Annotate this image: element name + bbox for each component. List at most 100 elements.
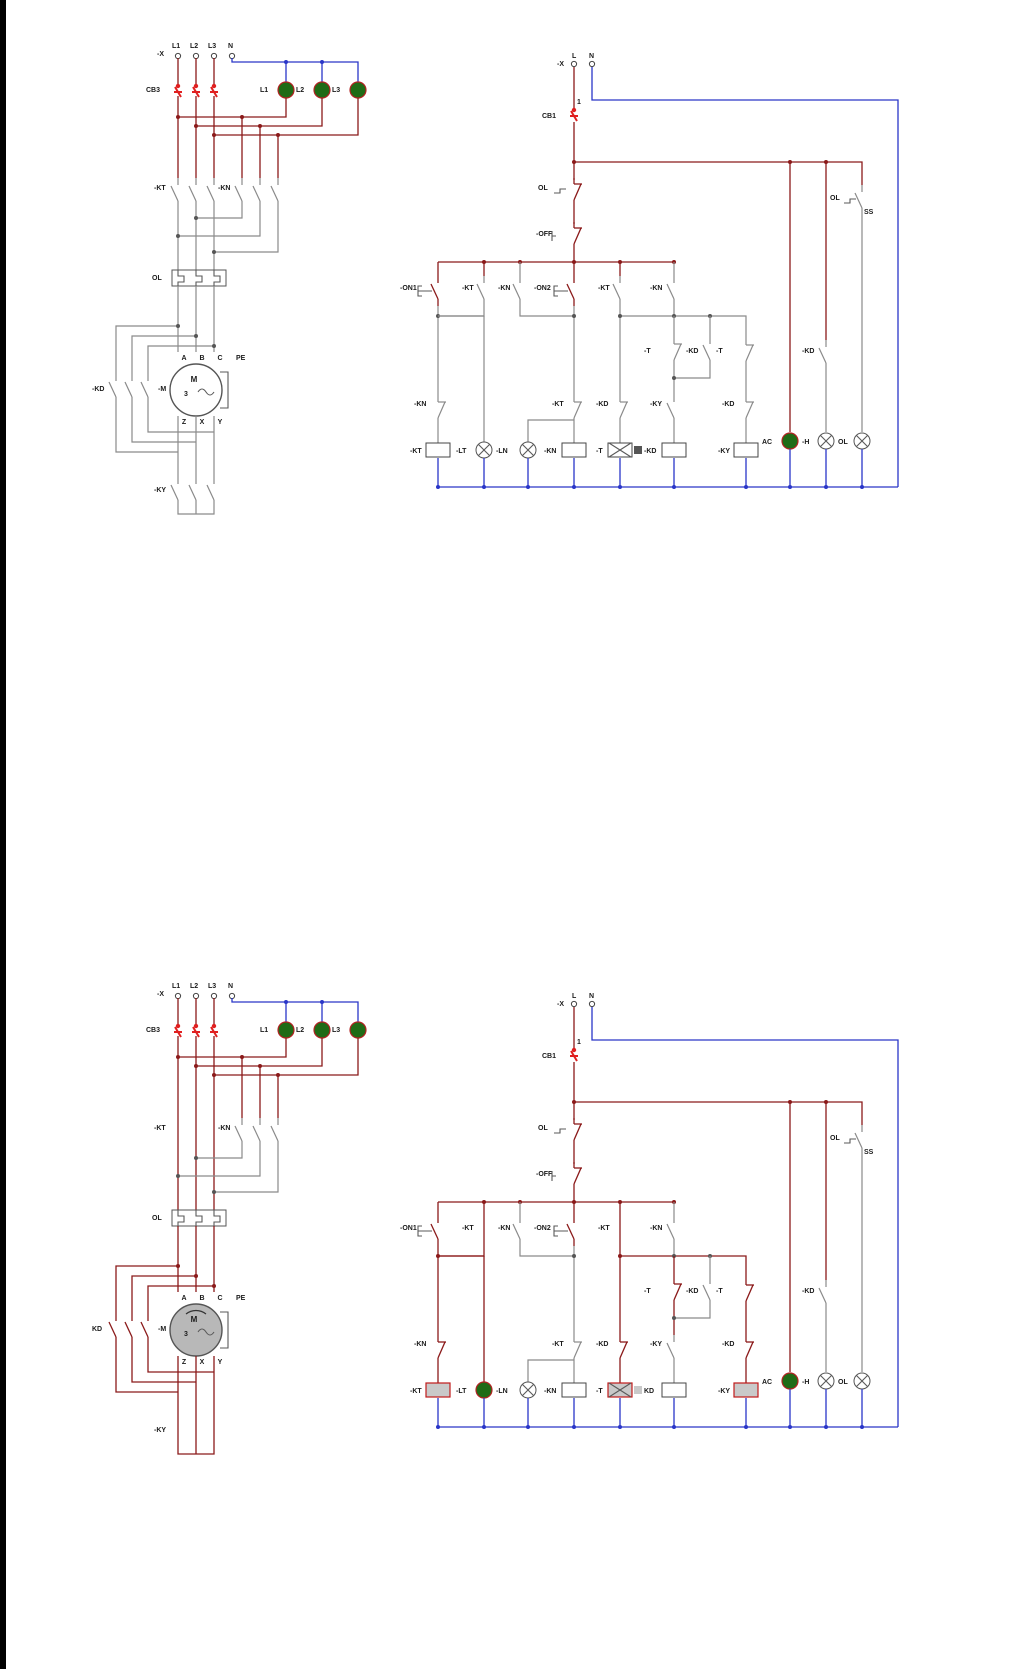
junction-dot xyxy=(572,160,576,164)
terminal xyxy=(570,60,578,68)
label-coil-ky: -KY xyxy=(718,448,730,455)
contact-blade xyxy=(430,283,439,300)
junction-dot xyxy=(212,344,216,348)
wire xyxy=(115,325,178,374)
label-kt: -KT xyxy=(154,1125,166,1132)
label-lamp-l2: L2 xyxy=(296,1027,304,1034)
terminal xyxy=(228,992,236,1000)
terminal xyxy=(588,1000,596,1008)
breaker-mark xyxy=(192,1026,200,1038)
lamp-body xyxy=(781,432,799,450)
label-kn-hold: -KN xyxy=(498,1225,510,1232)
wire xyxy=(519,306,574,317)
wire xyxy=(131,1344,196,1383)
junction-dot xyxy=(212,1073,216,1077)
pe-bracket xyxy=(220,371,229,409)
contact-blade xyxy=(170,484,179,501)
label-kt-hold: -KT xyxy=(462,1225,474,1232)
label-ol-no: OL xyxy=(830,195,840,202)
ac-symbol xyxy=(197,388,215,396)
junction-dot xyxy=(320,60,324,64)
label-ctrl-n: N xyxy=(589,53,594,60)
label-kd-interlock-2: -KD xyxy=(722,401,734,408)
wire xyxy=(214,1038,359,1076)
label-kd-ol: -KD xyxy=(802,1288,814,1295)
ol-alarm-actuator xyxy=(844,198,856,204)
lamp-cross xyxy=(522,444,534,456)
wire xyxy=(196,98,323,127)
label-kt-aux: -KT xyxy=(598,285,610,292)
label-lamp-l2: L2 xyxy=(296,87,304,94)
contact-blade xyxy=(234,185,243,202)
label-kn: -KN xyxy=(218,1125,230,1132)
label-ctrl-x: -X xyxy=(557,1001,564,1008)
label-ol: OL xyxy=(152,275,162,282)
motor-body xyxy=(169,363,223,417)
junction-dot xyxy=(284,1000,288,1004)
wire xyxy=(147,345,214,374)
label-coil-kn: -KN xyxy=(544,448,556,455)
junction-dot xyxy=(618,485,622,489)
contact-blade xyxy=(206,484,215,501)
breaker-mark xyxy=(192,86,200,98)
junction-dot xyxy=(788,1425,792,1429)
overload-relay xyxy=(171,1209,227,1227)
junction-dot xyxy=(788,485,792,489)
thermal-element xyxy=(195,270,203,286)
junction-dot xyxy=(194,124,198,128)
wire xyxy=(196,1038,323,1067)
breaker-mark xyxy=(174,86,182,98)
junction-dot xyxy=(212,1190,216,1194)
label-kn-aux: -KN xyxy=(650,1225,662,1232)
label-n: N xyxy=(228,43,233,50)
junction-dot xyxy=(672,376,676,380)
label-lamp-ln: -LN xyxy=(496,1388,508,1395)
lamp-body xyxy=(277,81,295,99)
wire xyxy=(147,404,214,433)
label-n: N xyxy=(228,983,233,990)
junction-dot xyxy=(618,314,622,318)
label-motor-m: M xyxy=(191,1315,198,1324)
label-x: -X xyxy=(157,51,164,58)
contact-blade xyxy=(666,1342,675,1359)
contact-blade xyxy=(573,183,582,201)
wire xyxy=(196,208,243,219)
label-motor-y: Y xyxy=(218,1359,223,1366)
contact-blade xyxy=(234,1125,243,1142)
wire xyxy=(438,1246,485,1257)
indicator-lamp-off xyxy=(817,1372,835,1390)
indicator-lamp-on xyxy=(475,1381,493,1399)
terminal xyxy=(192,52,200,60)
label-kn: -KN xyxy=(218,185,230,192)
label-lamp-h: -H xyxy=(802,439,809,446)
thermal-element xyxy=(177,1210,185,1226)
wire xyxy=(574,1101,863,1125)
label-coil-kn: -KN xyxy=(544,1388,556,1395)
wire xyxy=(620,1255,747,1280)
wire xyxy=(574,161,863,185)
label-ol: OL xyxy=(152,1215,162,1222)
contact-blade xyxy=(430,1223,439,1240)
junction-dot xyxy=(320,1000,324,1004)
contact-blade xyxy=(619,1341,628,1359)
label-m: -M xyxy=(158,1326,166,1333)
label-on2: -ON2 xyxy=(534,285,551,292)
label-ky-interlock: -KY xyxy=(650,1341,662,1348)
thermal-element xyxy=(213,270,221,286)
junction-dot xyxy=(526,485,530,489)
wire xyxy=(674,1306,711,1319)
label-on1: -ON1 xyxy=(400,285,417,292)
wire xyxy=(131,335,196,374)
label-kd-ol: -KD xyxy=(802,348,814,355)
label-coil-kd: -KD xyxy=(644,448,656,455)
label-kn-interlock: -KN xyxy=(414,1341,426,1348)
wire xyxy=(214,98,359,136)
label-kd: -KD xyxy=(92,386,104,393)
contact-blade xyxy=(673,1283,682,1301)
label-motor-c: C xyxy=(217,355,222,362)
junction-dot xyxy=(572,1100,576,1104)
label-motor-m: M xyxy=(191,375,198,384)
contact-blade xyxy=(854,192,863,209)
contact-blade xyxy=(566,283,575,300)
